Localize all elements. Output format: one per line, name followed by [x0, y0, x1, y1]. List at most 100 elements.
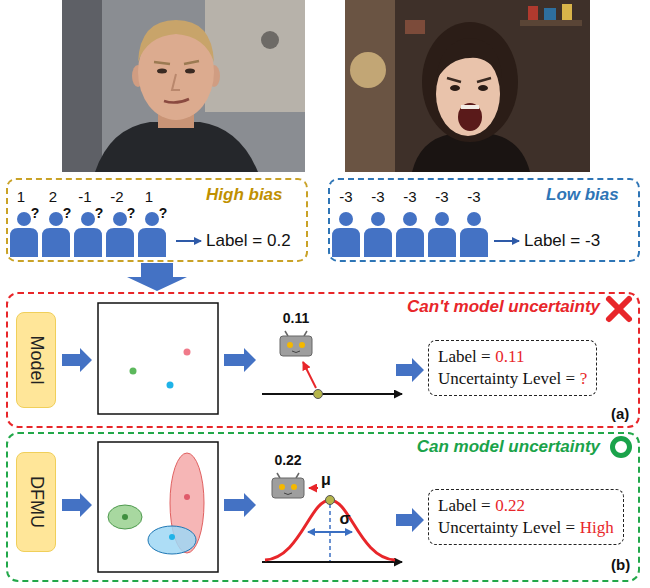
photo-shelf [520, 20, 582, 26]
robot-eye [279, 484, 285, 490]
video-frame-photo [345, 0, 590, 172]
method-panel: Can't model uncertainty (a) Model Label =0.… [6, 292, 640, 428]
photo-shelf-item [405, 20, 425, 34]
robot-antenna [296, 473, 299, 478]
photo-hair [138, 20, 214, 62]
result-value: ? [580, 369, 588, 388]
group-heading: Low bias [546, 185, 619, 205]
prediction-arrow [303, 362, 316, 388]
robot-antenna [285, 331, 288, 336]
group-heading: Can't model uncertainty [407, 297, 600, 317]
rating-number: -3 [339, 188, 352, 206]
group-text: (b) [611, 556, 630, 574]
feature-space-plot [98, 442, 218, 572]
uncertainty-mark: ? [127, 205, 136, 222]
block-arrow [396, 358, 424, 382]
robot-eye [299, 342, 305, 348]
uncertainty-mark: ? [63, 205, 72, 222]
result-value: 0.11 [495, 347, 524, 366]
rater-icon [428, 212, 456, 257]
result-key: Label = [438, 496, 491, 515]
photo-wall [205, 0, 305, 112]
robot-icon [272, 473, 304, 498]
mean-arrow [309, 487, 318, 489]
symbol-label: σ [340, 509, 351, 528]
group-text: (a) [611, 405, 629, 423]
photo-eye [185, 69, 195, 74]
result-line: Label =0.11 [438, 346, 587, 368]
block-arrow [396, 508, 424, 532]
uncertainty-mark: ? [95, 205, 104, 222]
rating-number: -3 [467, 188, 480, 206]
photo-wall-decor [261, 31, 279, 49]
photo-teeth [461, 105, 479, 109]
robot-antenna [277, 473, 280, 478]
rating-number: -2 [110, 188, 123, 206]
thin-arrow [494, 240, 519, 242]
cross-stroke [609, 299, 629, 319]
rating-number: -1 [78, 188, 91, 206]
photo-brows [447, 78, 491, 82]
uncertainty-mark: ? [159, 205, 168, 222]
group-text: Label = 0.2 [206, 231, 291, 251]
rating-number: -3 [403, 188, 416, 206]
photo-lamp [350, 52, 386, 88]
feature-point [169, 534, 175, 540]
photo-eye [450, 85, 460, 91]
robot-body [272, 478, 304, 498]
feature-distribution [148, 526, 196, 554]
block-arrow-connector [127, 263, 187, 291]
result-line: Uncertainty Level =? [438, 368, 587, 390]
result-line: Uncertainty Level =High [438, 517, 614, 539]
block-arrow [224, 348, 256, 372]
result-value: 0.22 [495, 496, 525, 515]
feature-distribution [108, 505, 142, 529]
robot-mouth [292, 351, 300, 353]
method-panel: Can model uncertainty(b)DFMULabel =0.22U… [6, 432, 640, 582]
result-line: Label =0.22 [438, 495, 614, 517]
rater-icon [332, 212, 360, 257]
photo-open-mouth [458, 103, 482, 131]
rater-icon [460, 212, 488, 257]
feature-point [167, 382, 174, 389]
model-name: Model [25, 335, 47, 384]
photo-bangs [436, 38, 502, 80]
result-key: Uncertainty Level = [438, 369, 575, 388]
group-text: Label = -3 [524, 231, 600, 251]
model-name: DFMU [25, 476, 47, 528]
robot-antenna [304, 331, 307, 336]
photo-shelf-item [528, 6, 538, 20]
mean-point [326, 496, 335, 505]
video-frame-photo [62, 0, 305, 172]
feature-point [184, 349, 191, 356]
robot-icon [280, 331, 312, 356]
photo-nose [172, 74, 180, 90]
gaussian-curve [265, 500, 395, 560]
rating-number: -3 [435, 188, 448, 206]
rating-number: -3 [371, 188, 384, 206]
rater-icon [396, 212, 424, 257]
photo-eye [157, 69, 167, 74]
result-key: Label = [438, 347, 491, 366]
feature-point [184, 494, 190, 500]
feature-point [130, 368, 137, 375]
prediction-point [314, 390, 323, 399]
cross-mark [609, 299, 629, 319]
robot-eye [291, 484, 297, 490]
photo-background [62, 0, 305, 172]
rating-number: 1 [17, 188, 25, 206]
photo-doorway [62, 0, 102, 172]
block-arrow [224, 493, 256, 517]
block-arrow [62, 493, 92, 517]
photo-lamp-glow [345, 0, 395, 172]
rating-number: 1 [145, 188, 153, 206]
rater-icons [10, 212, 488, 257]
symbol-label: μ [321, 470, 331, 489]
photo-shelf-item [544, 8, 556, 20]
photo-brows [154, 61, 199, 64]
photo-mouth [164, 99, 189, 103]
robot-body [280, 336, 312, 356]
result-value: High [580, 518, 614, 537]
number-line [262, 393, 402, 395]
